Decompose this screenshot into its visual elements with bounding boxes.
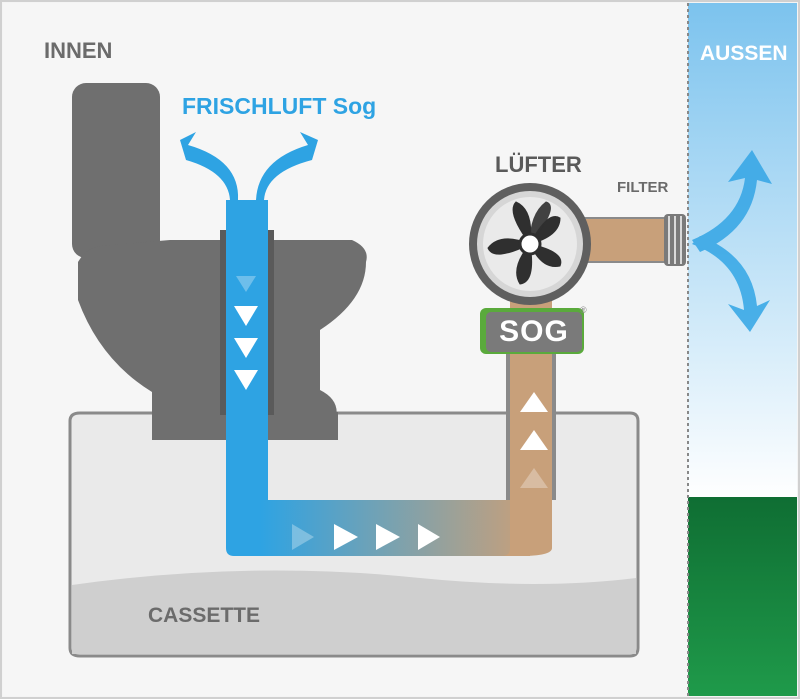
exhaust-pipe-horizontal xyxy=(584,217,668,263)
pipe-edge-right xyxy=(268,230,274,415)
logo-text: SOG xyxy=(499,315,569,348)
sky xyxy=(688,3,797,499)
exhaust-pipe-vertical xyxy=(502,300,552,556)
label-cassette: CASSETTE xyxy=(148,604,261,627)
grass xyxy=(688,497,797,696)
exhaust-arrow-icon xyxy=(692,150,772,332)
arrow-down-icon xyxy=(234,276,258,390)
toilet-tank xyxy=(72,83,160,258)
fresh-air-inlet-arrows xyxy=(180,132,318,200)
logo-registered-mark: ® xyxy=(580,305,587,315)
label-fan: LÜFTER xyxy=(495,152,582,177)
cassette-fill xyxy=(72,570,636,654)
label-inside: INNEN xyxy=(44,38,113,63)
pipe-edge-left xyxy=(220,230,226,415)
exhaust-edge-right xyxy=(552,340,556,500)
filter-icon xyxy=(668,216,682,264)
label-outside: AUSSEN xyxy=(700,42,788,65)
mixing-pipe xyxy=(260,500,530,556)
fan-icon xyxy=(469,183,591,305)
exhaust-edge-left xyxy=(506,340,510,500)
label-fresh-air: FRISCHLUFT Sog xyxy=(182,93,377,119)
label-filter: FILTER xyxy=(617,179,669,196)
sog-logo xyxy=(480,308,584,354)
arrow-up-icon xyxy=(520,392,548,488)
arrow-right-icon xyxy=(292,524,440,550)
